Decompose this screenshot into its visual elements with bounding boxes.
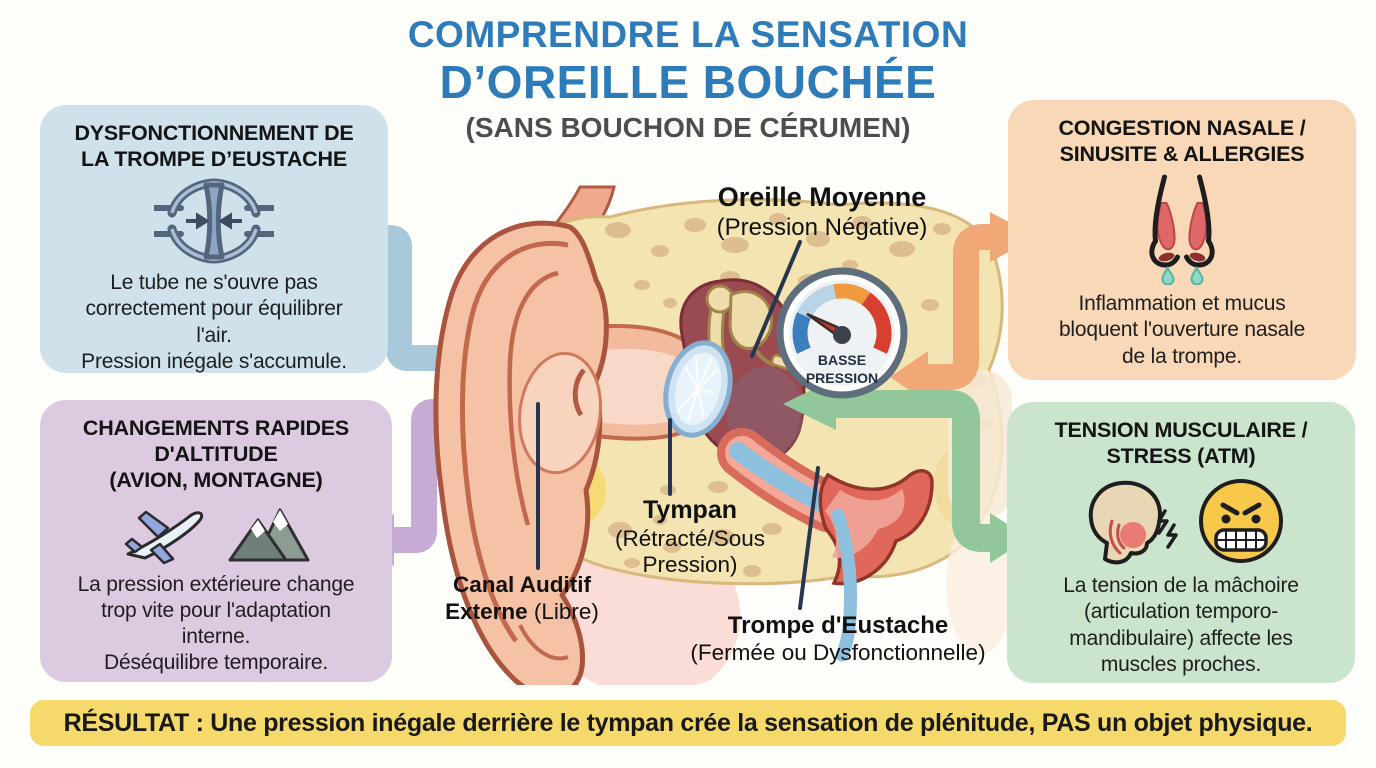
clenched-teeth-icon: [1199, 479, 1283, 564]
eardrum: [663, 340, 733, 438]
cause-title: CONGESTION NASALE / SINUSITE & ALLERGIES: [1058, 116, 1306, 167]
label-tympan-state: (Rétracté/Sous Pression): [614, 525, 766, 578]
label-canal-name-line2: Externe: [445, 598, 528, 624]
pressure-gauge-icon: BASSE PRESSION: [776, 267, 908, 399]
airplane-icon: [124, 510, 204, 564]
cause-box-muscle-tension: TENSION MUSCULAIRE / STRESS (ATM): [1007, 402, 1355, 683]
congested-nose-icon: [1149, 174, 1215, 286]
label-canal-name-line1: Canal Auditif: [453, 572, 591, 597]
label-eustachian-tube-name: Trompe d'Eustache: [727, 612, 949, 639]
label-middle-ear-name: Oreille Moyenne: [717, 182, 927, 212]
cause-box-nasal-congestion: CONGESTION NASALE / SINUSITE & ALLERGIES…: [1008, 100, 1356, 380]
subtitle: (SANS BOUCHON DE CÉRUMEN): [465, 112, 911, 144]
pinna: [433, 220, 609, 685]
gauge-label-line1: BASSE: [818, 352, 866, 368]
label-eustachian-tube: Trompe d'Eustache (Fermée ou Dysfonction…: [690, 612, 985, 667]
cause-box-altitude-changes: CHANGEMENTS RAPIDES D'ALTITUDE (AVION, M…: [40, 400, 392, 682]
result-banner: RÉSULTAT : Une pression inégale derrière…: [30, 700, 1346, 746]
cause-body: La pression extérieure change trop vite …: [77, 572, 355, 674]
label-middle-ear-state: (Pression Négative): [716, 213, 928, 241]
title-line-2: D’OREILLE BOUCHÉE: [439, 55, 937, 108]
label-canal-state: (Libre): [533, 598, 599, 624]
result-banner-text: RÉSULTAT : Une pression inégale derrière…: [63, 708, 1313, 737]
soft-tissue: [561, 552, 741, 685]
gauge-label-line2: PRESSION: [806, 370, 878, 386]
cause-title: TENSION MUSCULAIRE / STRESS (ATM): [1054, 418, 1308, 469]
label-eustachian-tube-state: (Fermée ou Dysfonctionnelle): [690, 640, 986, 666]
page-title: COMPRENDRE LA SENSATION D’OREILLE BOUCHÉ…: [0, 14, 1376, 144]
title-line-1: COMPRENDRE LA SENSATION: [407, 14, 969, 55]
cause-title: CHANGEMENTS RAPIDES D'ALTITUDE (AVION, M…: [82, 416, 350, 493]
cause-body: Inflammation et mucus bloquent l'ouvertu…: [1058, 292, 1306, 368]
label-canal: Canal Auditif Externe (Libre): [445, 572, 599, 625]
jaw-pain-icon: [1088, 481, 1178, 565]
cause-body: La tension de la mâchoire (articulation …: [1063, 574, 1299, 676]
mountain-icon: [228, 508, 310, 562]
pinched-tube-icon: [154, 178, 274, 264]
cause-title: DYSFONCTIONNEMENT DE LA TROMPE D’EUSTACH…: [74, 121, 354, 172]
label-tympan-name: Tympan: [643, 496, 737, 524]
cause-body: Le tube ne s'ouvre pas correctement pour…: [81, 271, 347, 373]
cause-box-eustachian-dysfunction: DYSFONCTIONNEMENT DE LA TROMPE D’EUSTACH…: [40, 105, 388, 373]
label-middle-ear: Oreille Moyenne (Pression Négative): [717, 182, 928, 242]
label-tympan: Tympan (Rétracté/Sous Pression): [615, 496, 765, 579]
